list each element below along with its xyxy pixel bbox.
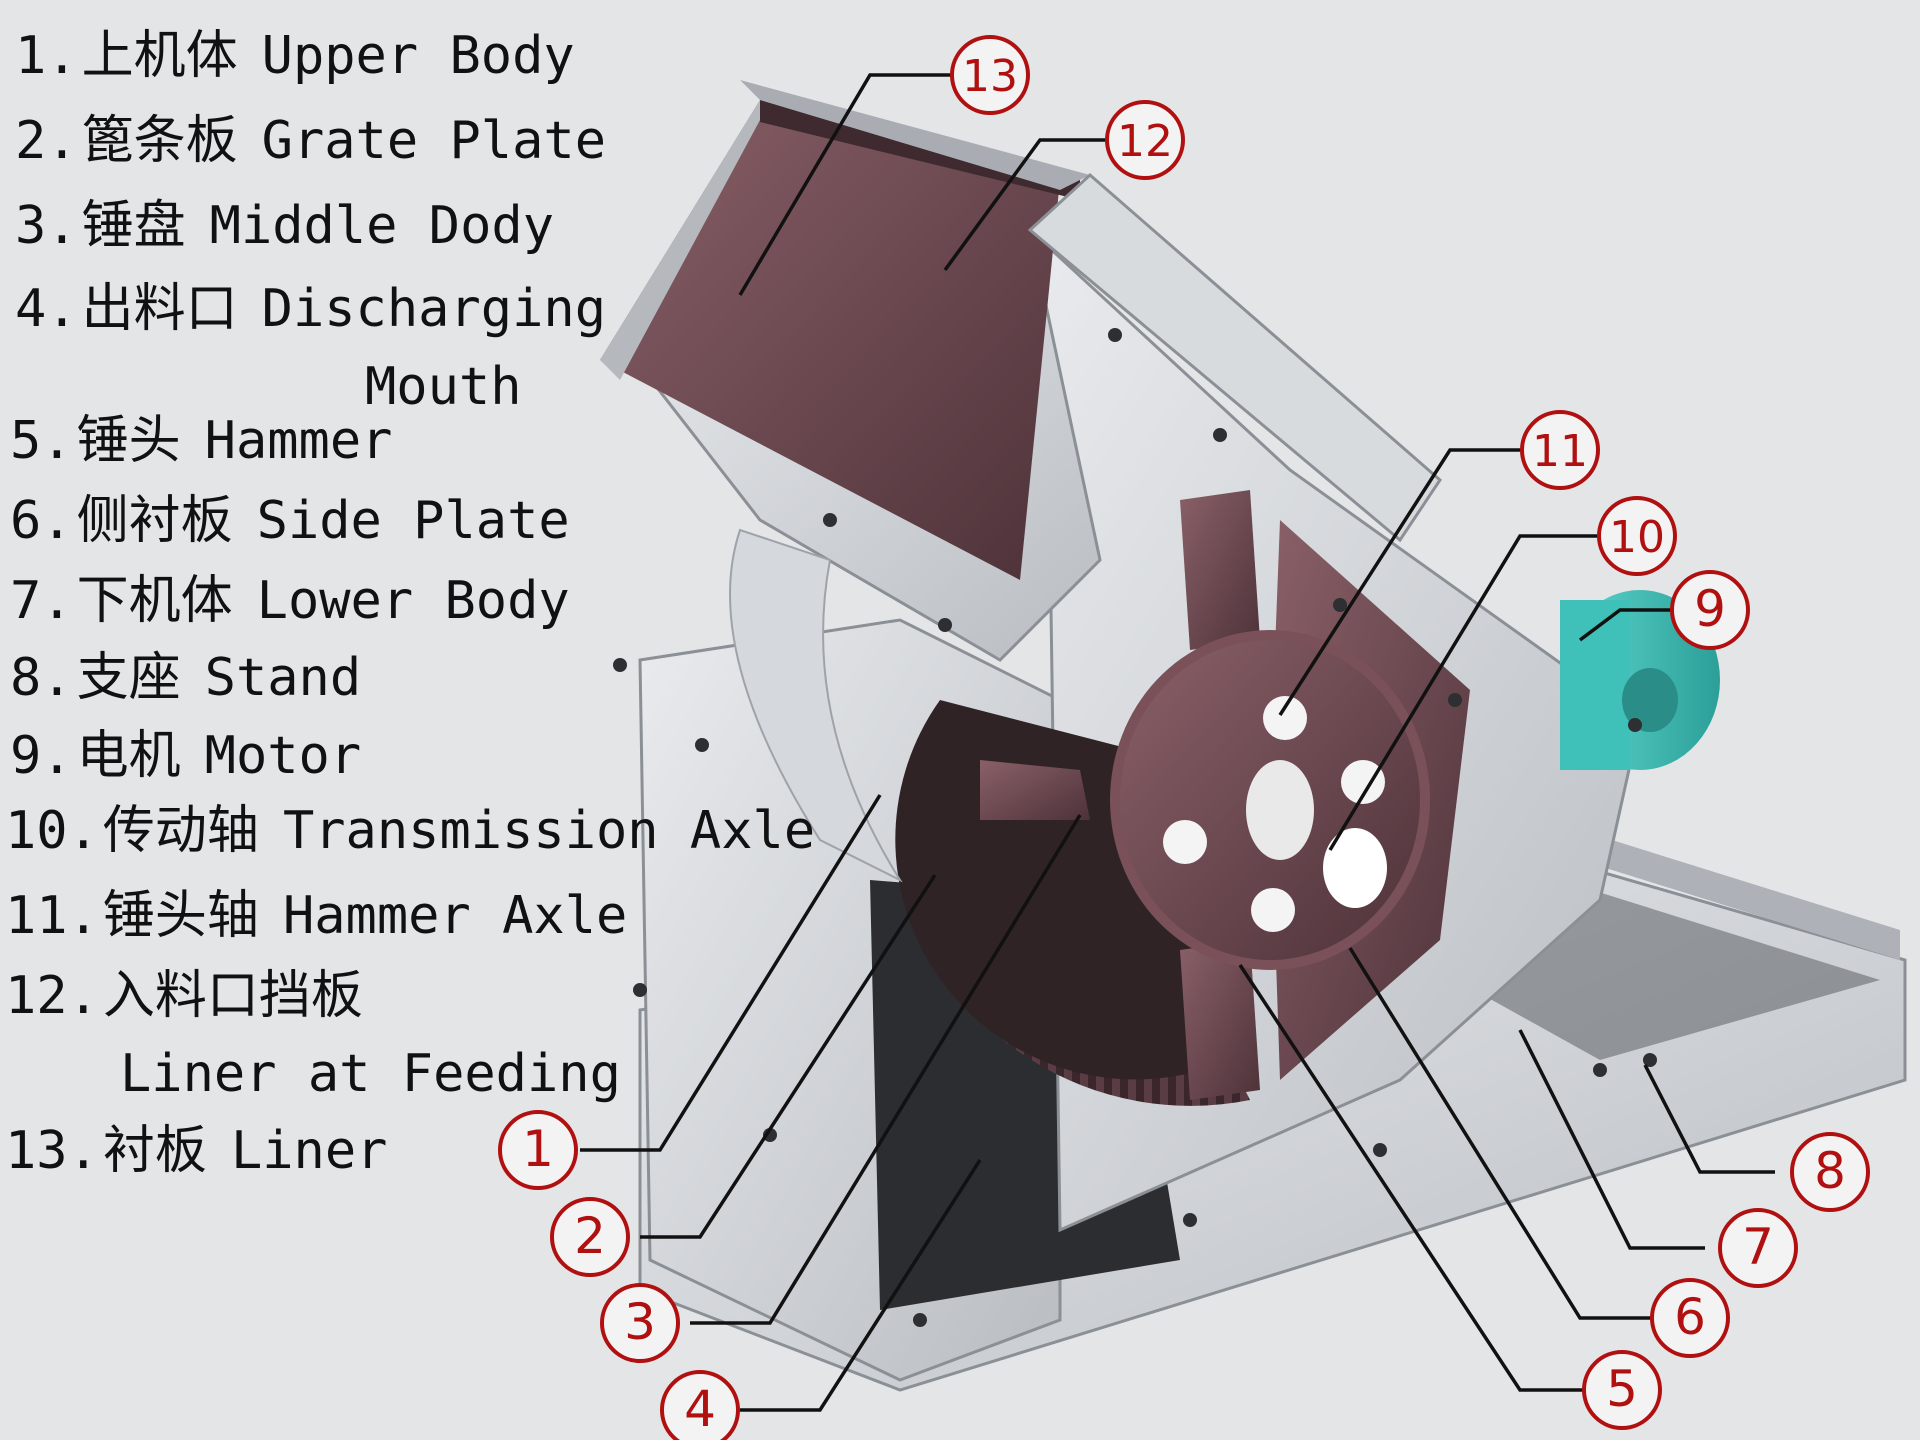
legend-number: 1.	[15, 26, 78, 86]
legend-number: 2.	[15, 111, 78, 171]
callout-5: 5	[1582, 1350, 1662, 1430]
stand-rail	[1580, 830, 1900, 960]
legend-chinese-label: 锤头	[76, 411, 181, 471]
callout-1: 1	[498, 1110, 578, 1190]
legend-number: 4.	[15, 279, 78, 339]
legend-english-label: Upper Body	[261, 26, 575, 86]
right-cover	[1027, 172, 1442, 543]
legend-chinese-label: 入料口挡板	[102, 966, 363, 1026]
legend-chinese-label: 支座	[76, 648, 181, 708]
legend-chinese-label: 电机	[76, 726, 181, 786]
legend-number: 13.	[5, 1121, 99, 1181]
machine-illustration	[600, 80, 1907, 1392]
legend-chinese-label: 传动轴	[102, 801, 259, 861]
legend-chinese-label: 上机体	[81, 26, 238, 86]
callout-number: 2	[574, 1207, 606, 1265]
callout-4: 4	[660, 1370, 740, 1440]
callout-12: 12	[1105, 100, 1185, 180]
legend-english-label: Middle Dody	[209, 196, 555, 256]
legend-english-label: Stand	[204, 648, 362, 708]
legend-number: 9.	[10, 726, 73, 786]
hammer-top	[1180, 490, 1260, 650]
legend-item-12-continued: Liner at Feeding	[120, 1044, 621, 1104]
legend-english-label: Side Plate	[256, 491, 570, 551]
callout-number: 4	[684, 1380, 716, 1438]
callout-number: 9	[1694, 580, 1726, 638]
legend-chinese-label: 衬板	[102, 1121, 207, 1181]
legend-number: 10.	[5, 801, 99, 861]
callout-number: 7	[1742, 1218, 1774, 1276]
callout-number: 8	[1814, 1142, 1846, 1200]
transmission-axle	[1246, 760, 1314, 860]
legend-chinese-label: 锤头轴	[102, 886, 259, 946]
legend-number: 6.	[10, 491, 73, 551]
legend-number: 8.	[10, 648, 73, 708]
callout-3: 3	[600, 1283, 680, 1363]
callout-2: 2	[550, 1197, 630, 1277]
callout-13: 13	[950, 35, 1030, 115]
callout-number: 3	[624, 1293, 656, 1351]
legend-english-label: Lower Body	[256, 571, 570, 631]
legend-english-label: Grate Plate	[261, 111, 607, 171]
legend-chinese-label: 下机体	[76, 571, 233, 631]
legend-item-12: 12.入料口挡板	[5, 970, 387, 1022]
hammer-disc	[1110, 630, 1430, 970]
callout-number: 12	[1117, 116, 1173, 167]
callout-number: 11	[1532, 426, 1588, 477]
legend-english-label: Motor	[204, 726, 362, 786]
legend-number: 3.	[15, 196, 78, 256]
legend-number: 12.	[5, 966, 99, 1026]
hopper-liner	[600, 100, 1060, 580]
legend-english-label: Transmission Axle	[282, 801, 816, 861]
callout-9: 9	[1670, 570, 1750, 650]
callout-number: 1	[522, 1120, 554, 1178]
legend-english-label: Hammer Axle	[282, 886, 628, 946]
legend-chinese-label: 侧衬板	[76, 491, 233, 551]
hammer-left	[980, 760, 1090, 820]
legend-number: 11.	[5, 886, 99, 946]
callout-7: 7	[1718, 1208, 1798, 1288]
hopper-top-rim	[740, 80, 1090, 190]
bolts	[613, 328, 1657, 1327]
callout-number: 13	[962, 51, 1018, 102]
callout-number: 5	[1606, 1360, 1638, 1418]
hammer-bottom	[1180, 940, 1260, 1100]
callout-number: 10	[1609, 512, 1665, 563]
callout-11: 11	[1520, 410, 1600, 490]
legend-number: 5.	[10, 411, 73, 471]
curved-liner	[729, 528, 903, 883]
callout-8: 8	[1790, 1132, 1870, 1212]
legend-english-label: Liner	[230, 1121, 388, 1181]
legend-chinese-label: 出料口	[81, 279, 238, 339]
callout-number: 6	[1674, 1288, 1706, 1346]
legend-english-label: Hammer	[204, 411, 393, 471]
callout-6: 6	[1650, 1278, 1730, 1358]
legend-number: 7.	[10, 571, 73, 631]
legend-chinese-label: 篦条板	[81, 111, 238, 171]
legend-item-4-continued: Mouth	[365, 357, 522, 417]
upper-left-wall	[600, 100, 760, 380]
legend-english-label: Discharging	[261, 279, 607, 339]
legend-chinese-label: 锤盘	[81, 196, 186, 256]
leader-lines	[580, 73, 1775, 1412]
callout-10: 10	[1597, 496, 1677, 576]
